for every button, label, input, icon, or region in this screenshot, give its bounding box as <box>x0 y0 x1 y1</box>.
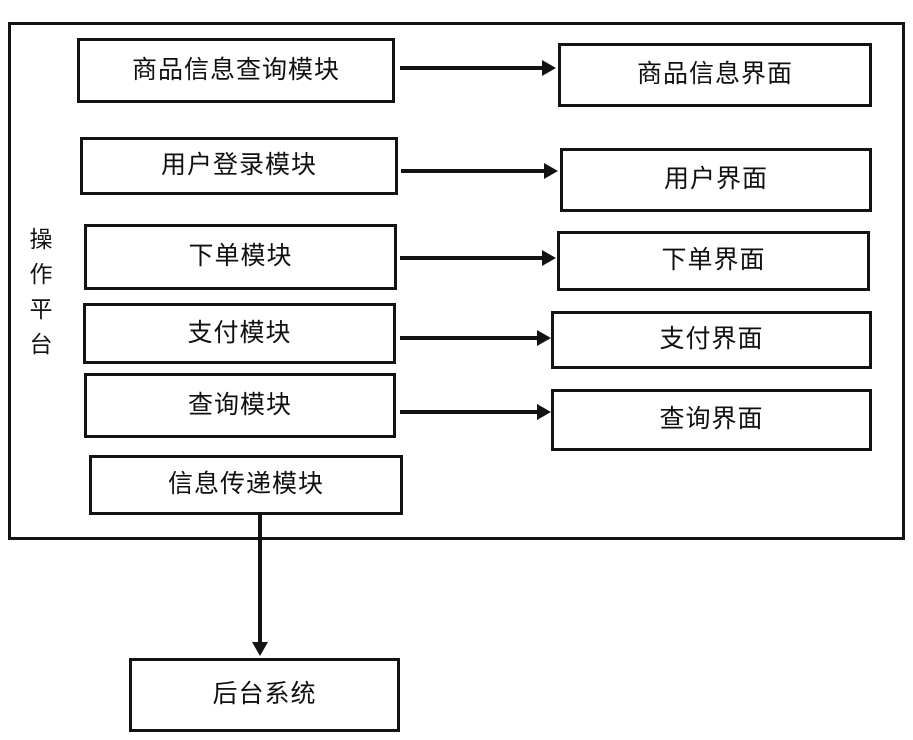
module-label-product-info-query: 商品信息查询模块 <box>131 56 340 84</box>
interface-label-query-ui: 查询界面 <box>659 406 764 434</box>
module-box-info-transfer[interactable]: 信息传递模块 <box>89 455 403 515</box>
module-box-product-info-query[interactable]: 商品信息查询模块 <box>77 38 395 103</box>
module-box-user-login[interactable]: 用户登录模块 <box>80 137 398 195</box>
arrow-info-transfer-to-backend-system <box>252 515 268 656</box>
interface-label-product-info-ui: 商品信息界面 <box>636 61 793 89</box>
interface-box-payment-ui[interactable]: 支付界面 <box>551 311 872 369</box>
arrow-place-order-to-place-order-ui <box>400 250 556 266</box>
interface-box-user-ui[interactable]: 用户界面 <box>560 148 872 212</box>
module-box-place-order[interactable]: 下单模块 <box>84 224 397 290</box>
arrow-user-login-to-user-ui <box>401 163 558 179</box>
module-label-payment: 支付模块 <box>187 319 292 347</box>
platform-label-char-4: 台 <box>29 332 53 357</box>
platform-label-char-2: 作 <box>29 262 53 287</box>
arrow-payment-to-payment-ui <box>400 330 551 346</box>
arrow-product-info-query-to-product-info-ui <box>400 60 556 76</box>
module-label-query: 查询模块 <box>187 391 292 419</box>
backend-system-box[interactable]: 后台系统 <box>129 658 400 732</box>
backend-system-label: 后台系统 <box>212 681 317 709</box>
platform-label-char-1: 操 <box>29 227 53 252</box>
interface-box-product-info-ui[interactable]: 商品信息界面 <box>558 43 872 107</box>
interface-box-place-order-ui[interactable]: 下单界面 <box>557 231 870 291</box>
interface-box-query-ui[interactable]: 查询界面 <box>551 389 872 451</box>
module-label-user-login: 用户登录模块 <box>160 152 317 180</box>
interface-label-payment-ui: 支付界面 <box>659 326 764 354</box>
interface-label-user-ui: 用户界面 <box>663 166 768 194</box>
interface-label-place-order-ui: 下单界面 <box>661 247 766 275</box>
arrow-query-to-query-ui <box>400 404 551 420</box>
platform-label-char-3: 平 <box>29 297 53 322</box>
module-box-query[interactable]: 查询模块 <box>84 373 396 438</box>
platform-label: 操 作 平 台 <box>26 222 56 362</box>
module-label-place-order: 下单模块 <box>188 243 293 271</box>
module-label-info-transfer: 信息传递模块 <box>167 471 324 499</box>
module-box-payment[interactable]: 支付模块 <box>83 303 396 364</box>
